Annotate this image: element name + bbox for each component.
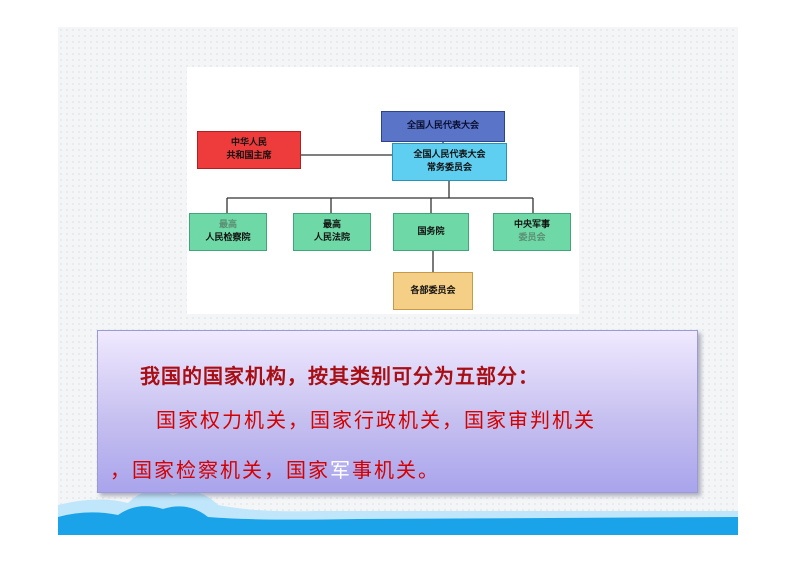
npc-label: 全国人民代表大会 bbox=[407, 120, 479, 133]
prosecutorate-box: 最高 人民检察院 bbox=[189, 213, 267, 251]
organs-text-line-2-a: ，国家检察机关，国家 bbox=[110, 458, 330, 482]
npcsc-label-1: 全国人民代表大会 bbox=[413, 149, 485, 162]
organs-text-line-2: ，国家检察机关，国家军事机关。 bbox=[110, 454, 440, 483]
intro-text: 我国的国家机构，按其类别可分为五部分： bbox=[140, 360, 539, 389]
organs-text-line-1: 国家权力机关，国家行政机关，国家审判机关 bbox=[156, 404, 596, 433]
military-commission-box: 中央军事 委员会 bbox=[493, 213, 571, 251]
state-council-label: 国务院 bbox=[417, 226, 444, 239]
org-chart: 全国人民代表大会 全国人民代表大会 常务委员会 中华人民 共和国主席 最高 人民… bbox=[187, 67, 579, 314]
npc-box: 全国人民代表大会 bbox=[381, 111, 505, 142]
text-panel: 我国的国家机构，按其类别可分为五部分： 国家权力机关，国家行政机关，国家审判机关… bbox=[97, 330, 698, 493]
ministries-box: 各部委员会 bbox=[393, 272, 473, 310]
organs-text-line-2-b: 事机关。 bbox=[352, 458, 440, 482]
state-council-box: 国务院 bbox=[393, 213, 469, 251]
court-box: 最高 人民法院 bbox=[293, 213, 371, 251]
president-box: 中华人民 共和国主席 bbox=[197, 131, 301, 169]
president-label-2: 共和国主席 bbox=[226, 150, 271, 163]
ministries-label: 各部委员会 bbox=[410, 285, 455, 298]
prosecutorate-label-1: 最高 bbox=[219, 219, 237, 232]
president-label-1: 中华人民 bbox=[231, 137, 267, 150]
military-label-1: 中央军事 bbox=[514, 219, 550, 232]
organs-text-highlight: 军 bbox=[330, 458, 352, 482]
connector-lines bbox=[187, 67, 579, 314]
npcsc-label-2: 常务委员会 bbox=[427, 162, 472, 175]
court-label-2: 人民法院 bbox=[314, 232, 350, 245]
military-label-2: 委员会 bbox=[518, 232, 545, 245]
npc-standing-committee-box: 全国人民代表大会 常务委员会 bbox=[392, 143, 507, 181]
court-label-1: 最高 bbox=[323, 219, 341, 232]
prosecutorate-label-2: 人民检察院 bbox=[205, 232, 250, 245]
